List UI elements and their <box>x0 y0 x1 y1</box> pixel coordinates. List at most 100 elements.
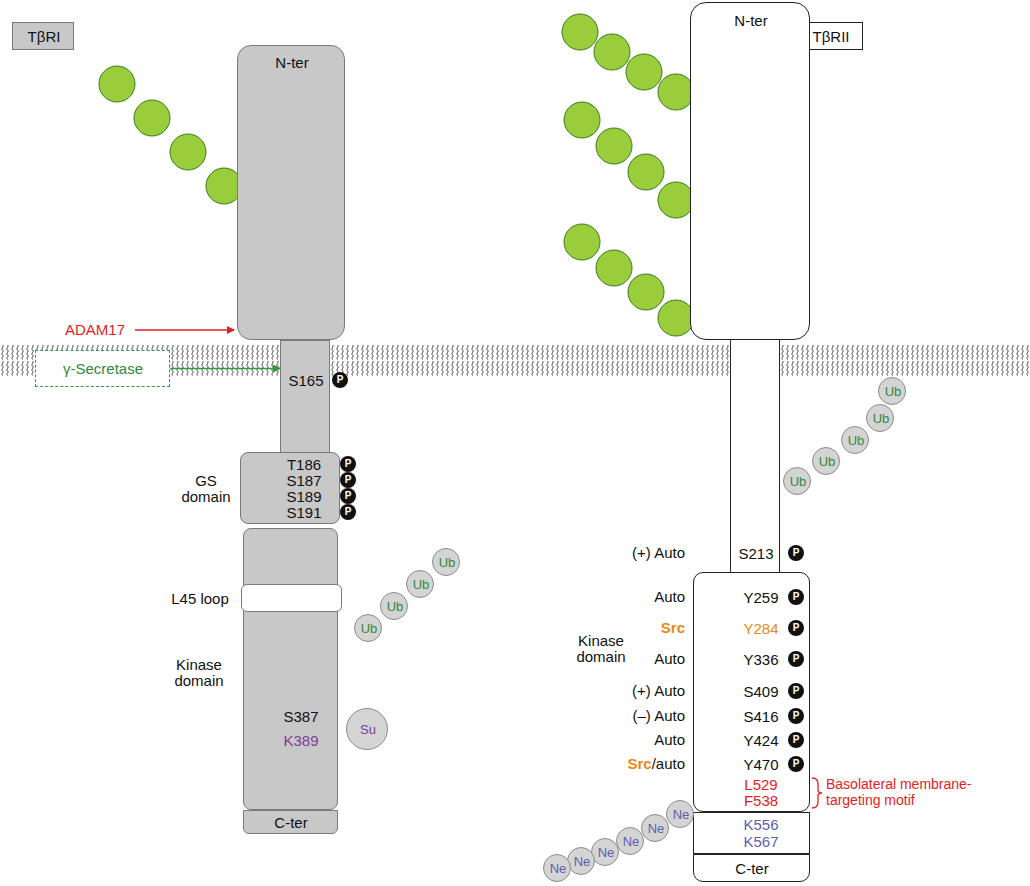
label-group: Src/auto <box>585 756 685 772</box>
node-text: F538 <box>733 793 789 809</box>
node-text: Y284 <box>733 621 789 637</box>
site-label: (+) Auto <box>585 683 685 699</box>
ubiquitin-circle: Ub <box>783 467 811 495</box>
node-text: C-ter <box>712 861 792 877</box>
node-text: Ub <box>813 454 841 470</box>
node-text: Ub <box>407 577 435 593</box>
phospho-mark: P <box>788 589 804 605</box>
c-terminus: C-ter <box>693 854 810 882</box>
node-text: P <box>788 711 804 721</box>
neddylation-circle: Ne <box>591 838 619 866</box>
node-text: Ub <box>867 411 895 427</box>
node-text: Ub <box>381 599 409 615</box>
node-text: P <box>340 491 356 501</box>
site-label: Auto <box>585 651 685 667</box>
node-text: γ-Secretase <box>41 361 166 377</box>
node-text: P <box>340 459 356 469</box>
loop-band: L45 loop <box>241 584 342 612</box>
phospho-mark: P <box>340 456 356 472</box>
node-text: TβRI <box>15 29 73 45</box>
phospho-mark: P <box>788 683 804 699</box>
node-text: Ne <box>667 807 695 823</box>
gs-domain: GS domainT186S187S189S191 <box>240 452 340 524</box>
node-text: P <box>788 686 804 696</box>
ubiquitin-circle: Ub <box>406 570 434 598</box>
site-label: (+) Auto <box>585 545 685 561</box>
node-text: P <box>788 735 804 745</box>
ubiquitin-circle: Ub <box>432 548 460 576</box>
phospho-mark: P <box>340 504 356 520</box>
node-text: Ne <box>568 854 596 870</box>
node-text: N-ter <box>701 13 801 29</box>
phospho-mark: P <box>788 732 804 748</box>
extracellular-domain: N-ter <box>690 2 810 340</box>
node-text: Ne <box>544 861 572 877</box>
node-text: L529 <box>733 777 789 793</box>
node-text: P <box>332 375 348 385</box>
cleavage-arrow <box>170 368 280 370</box>
site-label: (–) Auto <box>585 708 685 724</box>
kinase-label: Src <box>627 755 651 772</box>
neddylation-circle: Ne <box>616 827 644 855</box>
phospho-mark: P <box>340 488 356 504</box>
tail-segment: K556K567 <box>693 812 810 854</box>
node-text: Su <box>347 722 389 738</box>
protease-label: ADAM17 <box>50 322 140 338</box>
node-text: P <box>788 623 804 633</box>
phospho-mark: P <box>788 620 804 636</box>
node-text: P <box>340 507 356 517</box>
node-text: Ub <box>842 433 870 449</box>
node-text: TβRII <box>800 29 862 45</box>
kinase-domain: Kinase domainS387K389L45 loop <box>243 528 338 810</box>
node-text: S165 <box>282 373 330 389</box>
transmembrane-segment: S165 <box>280 340 330 453</box>
phospho-mark: P <box>788 708 804 724</box>
cleavage-arrow <box>135 329 234 331</box>
transmembrane-segment: S213 <box>730 339 780 574</box>
node-text: Ne <box>592 845 620 861</box>
ubiquitin-circle: Ub <box>878 377 906 405</box>
node-text: P <box>788 592 804 602</box>
node-text: Y259 <box>733 590 789 606</box>
node-text: L45 loop <box>160 591 240 607</box>
phospho-mark: P <box>332 372 348 388</box>
phospho-mark: P <box>788 756 804 772</box>
ubiquitin-circle: Ub <box>812 447 840 475</box>
motif-label: Basolateral membrane-targeting motif <box>826 776 991 808</box>
node-text: K389 <box>276 733 326 749</box>
node-text: S387 <box>276 709 326 725</box>
node-text: T186 <box>279 457 329 473</box>
ubiquitin-circle: Ub <box>866 404 894 432</box>
node-text: S189 <box>279 489 329 505</box>
neddylation-circle: Ne <box>567 847 595 875</box>
site-label: /auto <box>652 755 685 772</box>
c-terminus: C-ter <box>243 810 338 834</box>
node-text: S213 <box>732 546 780 562</box>
node-text: S191 <box>279 505 329 521</box>
glycan-chain <box>99 14 694 336</box>
node-text: Ne <box>617 834 645 850</box>
node-text: Y336 <box>733 652 789 668</box>
node-text: Ub <box>433 555 461 571</box>
bracket <box>812 778 822 808</box>
node-text: P <box>788 654 804 664</box>
protease-box: γ-Secretase <box>35 350 170 387</box>
node-text: P <box>788 548 804 558</box>
phospho-mark: P <box>340 472 356 488</box>
ubiquitin-circle: Ub <box>354 614 382 642</box>
node-text: Ub <box>355 621 383 637</box>
node-text: Y424 <box>733 733 789 749</box>
node-text: P <box>788 759 804 769</box>
receptor-label: TβRI <box>12 22 74 50</box>
ubiquitin-circle: Ub <box>841 426 869 454</box>
node-text: S416 <box>733 709 789 725</box>
sumo-circle: Su <box>346 708 388 750</box>
node-text: C-ter <box>251 815 331 831</box>
domain-label: Kinase domain <box>570 633 632 665</box>
node-text: K567 <box>733 834 789 850</box>
node-text: K556 <box>733 817 789 833</box>
node-text: Ub <box>784 474 812 490</box>
node-text: N-ter <box>247 55 337 71</box>
